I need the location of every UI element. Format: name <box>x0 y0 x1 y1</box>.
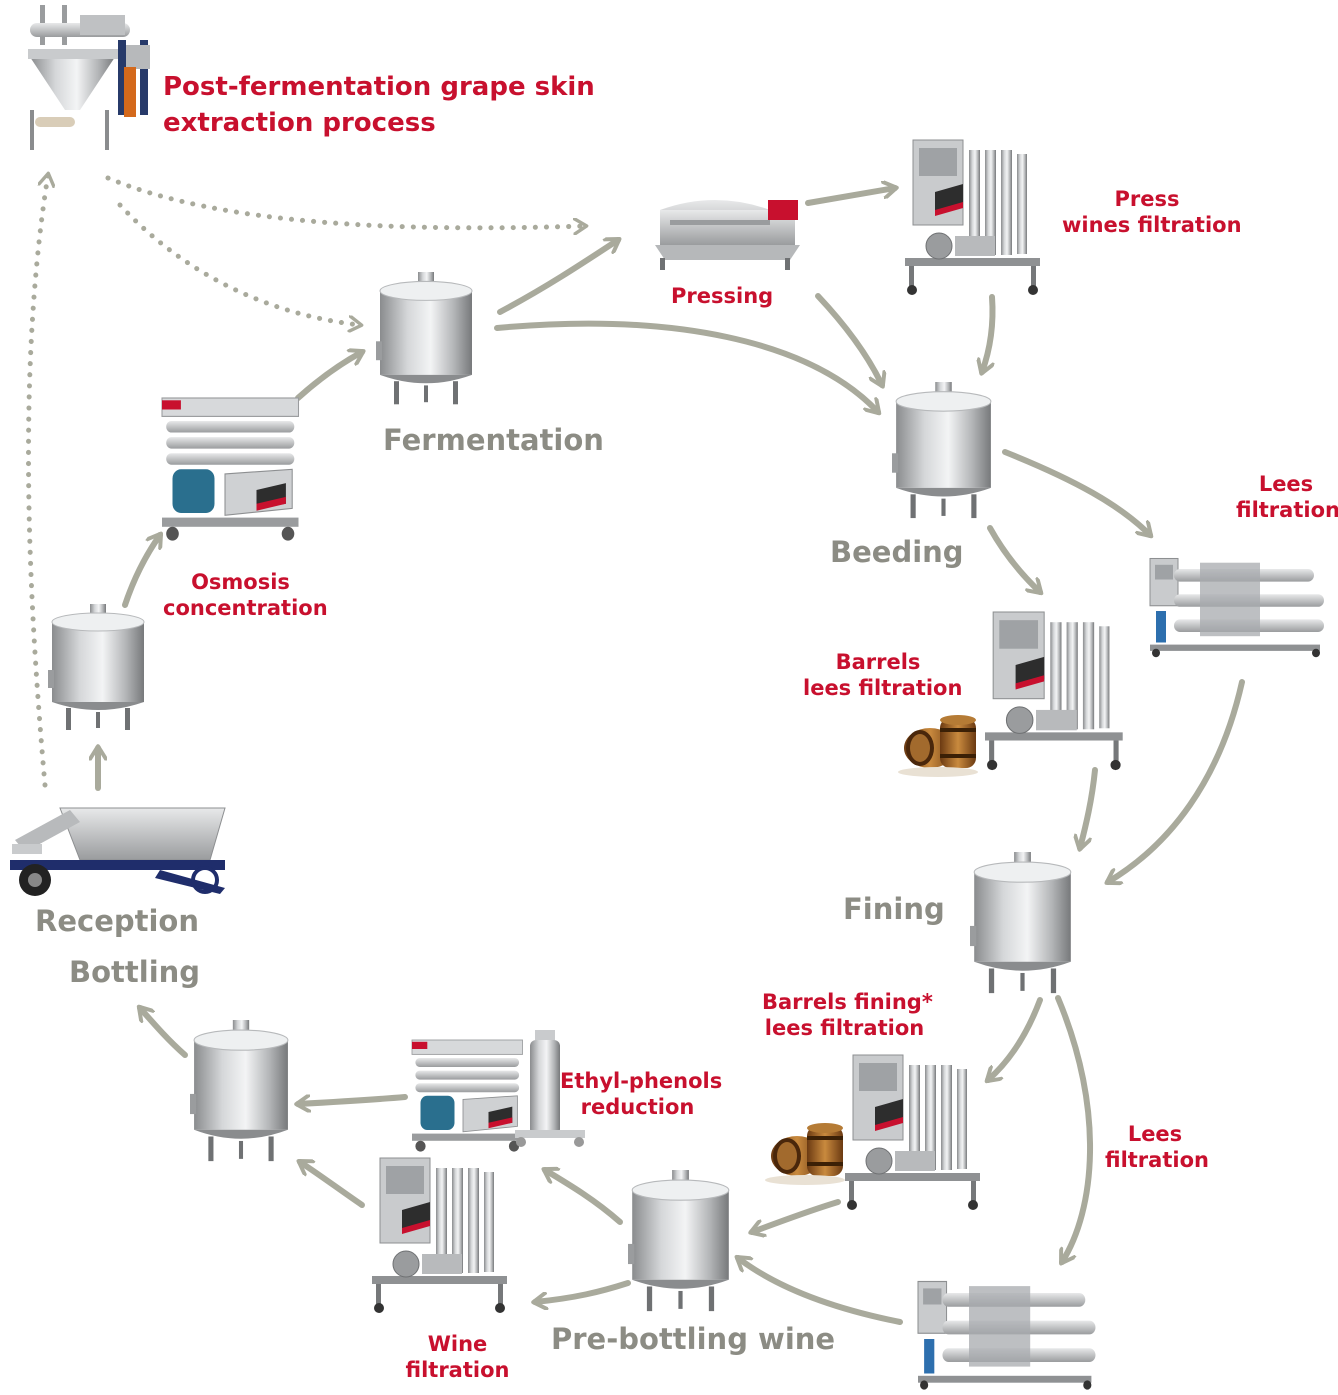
arrow-tank-osmosis <box>122 535 160 608</box>
barrels-lees-line-2: lees filtration <box>803 676 963 700</box>
lees-filter-bottom-image <box>917 1280 1097 1391</box>
label-barrels-fining: Barrels fining* lees filtration <box>762 989 933 1041</box>
dotted-to-pressing <box>105 175 585 228</box>
arrow-lees2-prebottling <box>738 1258 903 1325</box>
osmosis-unit-image <box>161 397 300 542</box>
wine-line-1: Wine <box>427 1332 488 1356</box>
osmosis-line-1: Osmosis <box>191 570 290 594</box>
label-press-wines-filtration: Press wines filtration <box>1062 186 1242 238</box>
dotted-up-from-reception <box>25 175 48 788</box>
prebottling-tank-image <box>627 1169 730 1312</box>
stage-fining: Fining <box>843 892 945 926</box>
arrow-tank-bottling <box>140 1008 188 1058</box>
arrow-fining-barrels2 <box>988 997 1043 1080</box>
label-ethyl-phenols: Ethyl-phenols reduction <box>560 1068 723 1120</box>
press-filtration-line-1: Press <box>1114 187 1180 211</box>
label-pressing: Pressing <box>671 284 774 308</box>
arrow-lees-fining <box>1108 679 1245 882</box>
arrow-osmosis-ferm <box>295 352 362 401</box>
arrow-barrels2-prebottling <box>752 1199 841 1232</box>
barrels-fining-line-2: lees filtration <box>764 1016 925 1040</box>
label-barrels-lees-filtration: Barrels lees filtration <box>803 649 963 701</box>
fermentation-tank-image <box>375 271 473 405</box>
lees-bottom-line-1: Lees <box>1127 1122 1183 1146</box>
ethyl-unit-image <box>411 1039 523 1153</box>
arrow-filter-beeding <box>982 294 996 372</box>
barrels-top-image <box>898 715 978 777</box>
lees-top-line-1: Lees <box>1258 472 1314 496</box>
stage-beeding: Beeding <box>830 535 964 569</box>
lees-top-line-2: filtration <box>1236 498 1338 522</box>
arrow-fining-lees2 <box>1055 995 1094 1262</box>
ethyl-column-image <box>515 1030 585 1147</box>
ethyl-line-2: reduction <box>580 1095 695 1119</box>
label-lees-filtration-top: Lees filtration <box>1236 471 1338 523</box>
press-filtration-line-2: wines filtration <box>1062 213 1242 237</box>
barrels-filter-image <box>984 611 1124 771</box>
press-image <box>655 200 800 270</box>
arrow-ferm-pressing <box>497 237 618 315</box>
arrow-barrels-fining <box>1080 767 1098 848</box>
wine-line-2: filtration <box>405 1358 510 1382</box>
arrow-prebottling-wine <box>535 1280 631 1302</box>
ethyl-line-1: Ethyl-phenols <box>560 1069 723 1093</box>
label-lees-filtration-bottom: Lees filtration <box>1105 1121 1209 1173</box>
barrels-lees-line-1: Barrels <box>835 650 921 674</box>
barrels-fining-line-1: Barrels fining* <box>762 990 933 1014</box>
reception-tank-image <box>47 603 145 731</box>
reception-trailer-image <box>10 807 226 896</box>
arrow-ethyl-tank <box>298 1094 408 1104</box>
fining-tank-image <box>969 851 1072 994</box>
bottling-tank-image <box>189 1019 289 1162</box>
wine-filter-image <box>371 1157 508 1314</box>
arrow-beeding-barrels <box>987 525 1040 592</box>
arrow-beeding-lees <box>1002 449 1150 535</box>
arrow-prebottling-ethyl <box>545 1170 623 1225</box>
stage-pre-bottling: Pre-bottling wine <box>551 1322 836 1356</box>
press-filter-image <box>904 139 1041 296</box>
beeding-tank-image <box>891 381 992 519</box>
label-osmosis-concentration: Osmosis concentration <box>163 569 328 621</box>
barrels-fining-filter-image <box>844 1054 981 1211</box>
title-line-2: extraction process <box>163 108 436 138</box>
diagram-title: Post-fermentation grape skin extraction … <box>163 69 595 141</box>
lees-filter-top-image <box>1149 557 1325 658</box>
osmosis-line-2: concentration <box>163 596 328 620</box>
arrow-pressing-filter <box>805 188 895 206</box>
stage-reception: Reception <box>35 904 199 938</box>
arrow-wine-tank <box>300 1159 365 1208</box>
stage-bottling: Bottling <box>69 955 201 989</box>
arrow-ferm-beeding <box>494 320 878 412</box>
extraction-unit-image <box>28 5 150 150</box>
title-line-1: Post-fermentation grape skin <box>163 72 595 102</box>
arrow-pressing-beeding <box>815 293 882 385</box>
barrels-bottom-image <box>765 1123 845 1185</box>
lees-bottom-line-2: filtration <box>1105 1148 1209 1172</box>
stage-fermentation: Fermentation <box>383 423 604 457</box>
label-wine-filtration: Wine filtration <box>405 1331 510 1383</box>
